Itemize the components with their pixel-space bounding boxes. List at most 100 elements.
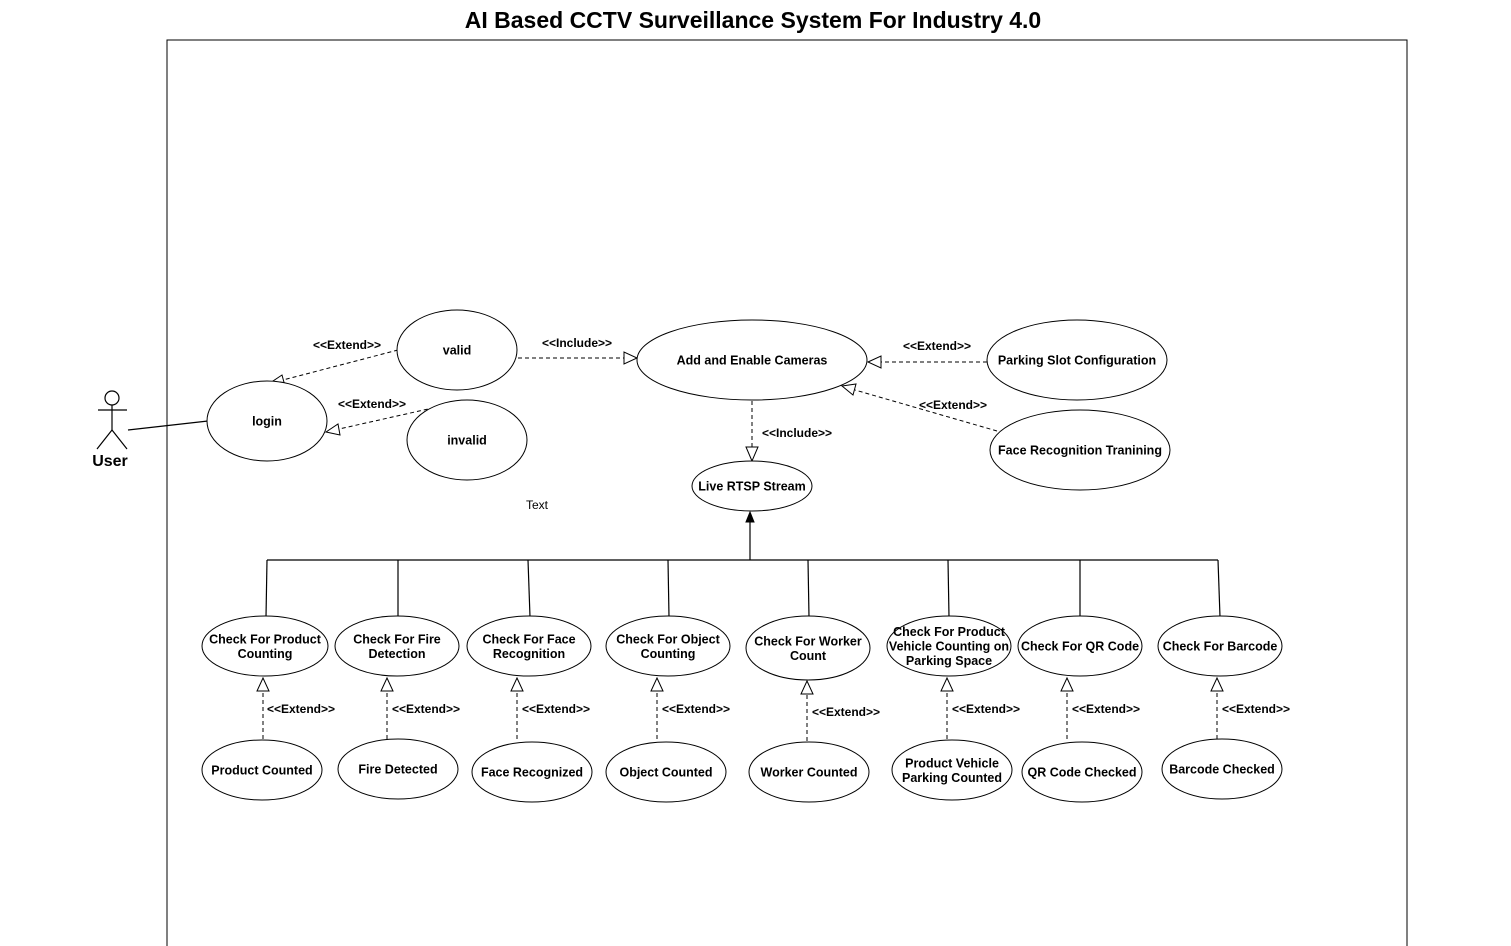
use-case-product-counted[interactable]: Product Counted: [201, 739, 323, 801]
use-case-label: Recognition: [493, 647, 565, 661]
use-case-invalid[interactable]: invalid: [406, 399, 528, 481]
label-extend-product: <<Extend>>: [267, 702, 335, 716]
use-case-label: Check For Worker: [754, 634, 862, 648]
use-case-shape: [1161, 738, 1283, 800]
use-case-label: Check For Face: [482, 632, 575, 646]
use-case-label: Object Counted: [619, 766, 712, 780]
use-case-label: Parking Counted: [902, 771, 1002, 785]
use-case-parking-config[interactable]: Parking Slot Configuration: [986, 319, 1168, 401]
use-case-label: Check For Product: [209, 632, 322, 646]
arrowhead-extend-object: [650, 676, 664, 692]
use-case-label: Count: [790, 649, 827, 663]
use-case-qr-checked[interactable]: QR Code Checked: [1021, 741, 1143, 803]
label-extend-object: <<Extend>>: [662, 702, 730, 716]
use-case-label: Counting: [238, 647, 293, 661]
use-case-label: Vehicle Counting on: [889, 640, 1009, 654]
use-case-label: Counting: [641, 647, 696, 661]
association-user-login: [127, 420, 209, 431]
use-case-label: valid: [443, 344, 472, 358]
use-case-shape: [466, 615, 592, 677]
use-case-shape: [201, 739, 323, 801]
use-case-label: Product Counted: [211, 764, 312, 778]
actor-user[interactable]: User: [92, 390, 128, 470]
arrowhead-extend-worker: [800, 679, 814, 695]
use-case-worker-counted[interactable]: Worker Counted: [748, 741, 870, 803]
system-boundary: [166, 39, 1408, 946]
use-case-add-cameras[interactable]: Add and Enable Cameras: [636, 319, 868, 401]
arrowhead-extend-fire: [380, 676, 394, 692]
branch-worker: [807, 559, 810, 618]
use-case-shape: [471, 741, 593, 803]
use-case-shape: [986, 319, 1168, 401]
use-case-label: QR Code Checked: [1027, 766, 1136, 780]
use-case-shape: [206, 380, 328, 462]
use-case-label: Face Recognition Tranining: [998, 444, 1162, 458]
use-case-shape: [605, 741, 727, 803]
use-case-rtsp[interactable]: Live RTSP Stream: [691, 460, 813, 512]
label-include-valid-cameras: <<Include>>: [542, 336, 612, 350]
use-case-shape: [337, 738, 459, 800]
use-case-shape: [886, 615, 1012, 677]
use-case-shape: [636, 319, 868, 401]
arrowhead-extend-barcode: [1210, 676, 1224, 692]
use-case-label: Check For Barcode: [1163, 640, 1278, 654]
branch-product: [265, 559, 268, 618]
use-case-shape: [1157, 615, 1283, 677]
branch-vehicle: [947, 559, 950, 618]
use-case-label: login: [252, 415, 282, 429]
actor-leg-left: [96, 429, 113, 450]
label-extend-fire: <<Extend>>: [392, 702, 460, 716]
use-case-chk-barcode[interactable]: Check For Barcode: [1157, 615, 1283, 677]
arrowhead-extend-product: [256, 676, 270, 692]
use-case-label: Check For Object: [616, 632, 720, 646]
label-extend-face: <<Extend>>: [522, 702, 590, 716]
label-extend-vehicle: <<Extend>>: [952, 702, 1020, 716]
label-extend-barcode: <<Extend>>: [1222, 702, 1290, 716]
use-case-shape: [201, 615, 329, 677]
use-case-shape: [396, 309, 518, 391]
arrowhead-invalid-login: [324, 423, 341, 436]
use-case-login[interactable]: login: [206, 380, 328, 462]
use-case-label: Check For QR Code: [1021, 640, 1139, 654]
use-case-object-counted[interactable]: Object Counted: [605, 741, 727, 803]
arrowhead-parking-cameras: [866, 355, 882, 369]
use-case-shape: [989, 409, 1171, 491]
arrowhead-extend-qr: [1060, 676, 1074, 692]
use-case-shape: [1021, 741, 1143, 803]
use-case-shape: [891, 739, 1013, 801]
extend-facetraining-cameras: [854, 389, 998, 432]
use-case-face-recognized[interactable]: Face Recognized: [471, 741, 593, 803]
use-case-valid[interactable]: valid: [396, 309, 518, 391]
use-case-chk-qr[interactable]: Check For QR Code: [1017, 615, 1143, 677]
branch-face: [527, 559, 531, 618]
use-case-barcode-checked[interactable]: Barcode Checked: [1161, 738, 1283, 800]
use-case-label: Add and Enable Cameras: [677, 354, 828, 368]
use-case-label: Check For Product: [893, 625, 1006, 639]
use-case-label: Product Vehicle: [905, 756, 999, 770]
arrowhead-facetraining-cameras: [840, 383, 857, 396]
use-case-label: Parking Slot Configuration: [998, 354, 1156, 368]
actor-leg-right: [111, 429, 128, 450]
use-case-label: Check For Fire: [353, 632, 441, 646]
use-case-shape: [1017, 615, 1143, 677]
diagram-title: AI Based CCTV Surveillance System For In…: [465, 7, 1041, 33]
label-include-cameras-rtsp: <<Include>>: [762, 426, 832, 440]
label-extend-worker: <<Extend>>: [812, 705, 880, 719]
use-case-label: Face Recognized: [481, 766, 583, 780]
use-case-face-training[interactable]: Face Recognition Tranining: [989, 409, 1171, 491]
use-case-shape: [745, 615, 871, 681]
label-extend-invalid-login: <<Extend>>: [338, 397, 406, 411]
use-case-fire-detected[interactable]: Fire Detected: [337, 738, 459, 800]
actor-label: User: [92, 453, 128, 470]
label-extend-facetraining-cameras: <<Extend>>: [919, 398, 987, 412]
arrowhead-cameras-rtsp: [745, 446, 759, 463]
free-text-label: Text: [526, 498, 549, 512]
